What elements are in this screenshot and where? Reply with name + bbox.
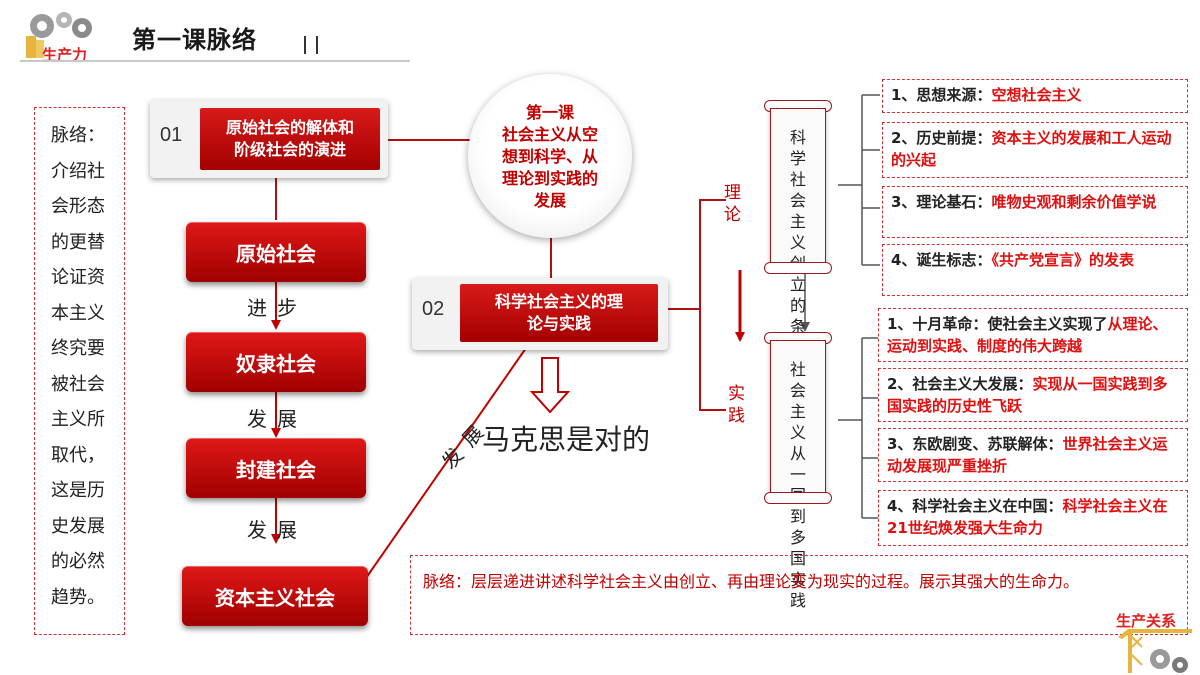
section-2-label: 科学社会主义的理 论与实践 — [460, 284, 658, 342]
condition-3-highlight: 唯物史观和剩余价值学说 — [991, 193, 1157, 211]
condition-4-highlight: 《共产党宣言》的发表 — [991, 251, 1134, 269]
condition-4-prefix: 4、诞生标志： — [891, 251, 992, 269]
left-note-box: 脉络：介绍社会形态的更替论证资本主义终究要被社会主义所取代，这是历史发展的必然趋… — [34, 107, 125, 635]
bottom-note-text: 脉络：层层递进讲述科学社会主义由创立、再由理论变为现实的过程。展示其强大的生命力… — [423, 572, 1080, 591]
practice-3-highlight: 世界社会主义运动发展现严重挫折 — [887, 435, 1168, 475]
step-label-2: 发展 — [247, 407, 307, 431]
center-line-1: 第一课 — [525, 103, 574, 122]
page-title: 第一课脉络 — [132, 26, 257, 54]
practice-4-prefix: 4、科学社会主义在中国： — [887, 497, 1063, 515]
condition-2-highlight: 资本主义的发展和工人运动的兴起 — [891, 129, 1172, 169]
condition-item-1: 1、思想来源：空想社会主义 — [882, 79, 1188, 113]
section-1-number: 01 — [160, 124, 183, 146]
condition-3-prefix: 3、理论基石： — [891, 193, 992, 211]
practice-item-1: 1、十月革命：使社会主义实现了从理论、运动到实践、制度的伟大跨越 — [878, 308, 1188, 362]
practice-item-3: 3、东欧剧变、苏联解体：世界社会主义运动发展现严重挫折 — [878, 428, 1188, 482]
practice-2-highlight: 实现从一国实践到多国实践的历史性飞跃 — [887, 375, 1168, 415]
section-2-label-line2: 论与实践 — [526, 314, 591, 333]
logo-text: 生产力 — [42, 46, 88, 64]
theory-label: 理论 — [724, 183, 741, 225]
society-capitalist: 资本主义社会 — [182, 566, 368, 626]
practice-2-prefix: 2、社会主义大发展： — [887, 375, 1033, 393]
header-rule — [20, 60, 410, 62]
practice-item-4: 4、科学社会主义在中国：科学社会主义在21世纪焕发强大生命力 — [878, 490, 1188, 546]
section-1-box: 01 原始社会的解体和 阶级社会的演进 — [150, 100, 388, 178]
practice-1-highlight: 从理论、运动到实践、制度的伟大跨越 — [887, 315, 1168, 355]
bottom-note-box: 脉络：层层递进讲述科学社会主义由创立、再由理论变为现实的过程。展示其强大的生命力… — [410, 555, 1188, 635]
section-2-label-line1: 科学社会主义的理 — [494, 292, 623, 311]
center-line-3: 想到科学、从 — [501, 147, 598, 166]
practice-3-prefix: 3、东欧剧变、苏联解体： — [887, 435, 1063, 453]
society-slave: 奴隶社会 — [186, 332, 366, 392]
step-label-3: 发展 — [247, 518, 307, 542]
center-line-4: 理论到实践的 — [501, 169, 598, 188]
practice-item-2: 2、社会主义大发展：实现从一国实践到多国实践的历史性飞跃 — [878, 368, 1188, 422]
section-1-label-line1: 原始社会的解体和 — [225, 118, 354, 137]
footer-logo-text: 生产关系 — [1116, 612, 1177, 630]
scroll-top-text: 科学社会主义创立的条件 — [789, 128, 806, 357]
condition-1-prefix: 1、思想来源： — [891, 86, 992, 104]
section-2-box: 02 科学社会主义的理 论与实践 — [412, 278, 668, 350]
society-feudal: 封建社会 — [186, 438, 366, 498]
condition-1-highlight: 空想社会主义 — [991, 86, 1082, 104]
condition-item-3: 3、理论基石：唯物史观和剩余价值学说 — [882, 186, 1188, 238]
step-label-1: 进步 — [247, 296, 307, 320]
section-1-label-line2: 阶级社会的演进 — [233, 140, 346, 159]
practice-label: 实践 — [728, 384, 745, 426]
condition-2-prefix: 2、历史前提： — [891, 129, 992, 147]
condition-item-4: 4、诞生标志：《共产党宣言》的发表 — [882, 244, 1188, 296]
scroll-bottom-text: 社会主义从一国到多国实践 — [789, 360, 806, 610]
section-1-label: 原始社会的解体和 阶级社会的演进 — [200, 108, 380, 170]
crane-logo-icon — [1118, 629, 1192, 673]
scroll-bottom: 社会主义从一国到多国实践 — [770, 340, 826, 610]
condition-item-2: 2、历史前提：资本主义的发展和工人运动的兴起 — [882, 122, 1188, 178]
scroll-top: 科学社会主义创立的条件 — [770, 108, 826, 357]
title-divider-icon — [304, 36, 318, 54]
practice-1-prefix: 1、十月革命：使社会主义实现了 — [887, 315, 1108, 333]
society-primitive: 原始社会 — [186, 222, 366, 282]
center-circle: 第一课 社会主义从空 想到科学、从 理论到实践的 发展 — [468, 74, 632, 238]
gear-logo-icon — [26, 12, 92, 58]
scroll-top-cap-lower — [764, 262, 832, 274]
center-line-2: 社会主义从空 — [501, 125, 598, 144]
left-note-text: 脉络：介绍社会形态的更替论证资本主义终究要被社会主义所取代，这是历史发展的必然趋… — [51, 125, 105, 608]
section-2-number: 02 — [422, 298, 445, 320]
scroll-bottom-cap-lower — [764, 492, 832, 504]
marx-statement: 马克思是对的 — [482, 423, 651, 456]
center-line-5: 发展 — [533, 191, 566, 210]
practice-4-highlight: 科学社会主义在21世纪焕发强大生命力 — [887, 497, 1168, 537]
